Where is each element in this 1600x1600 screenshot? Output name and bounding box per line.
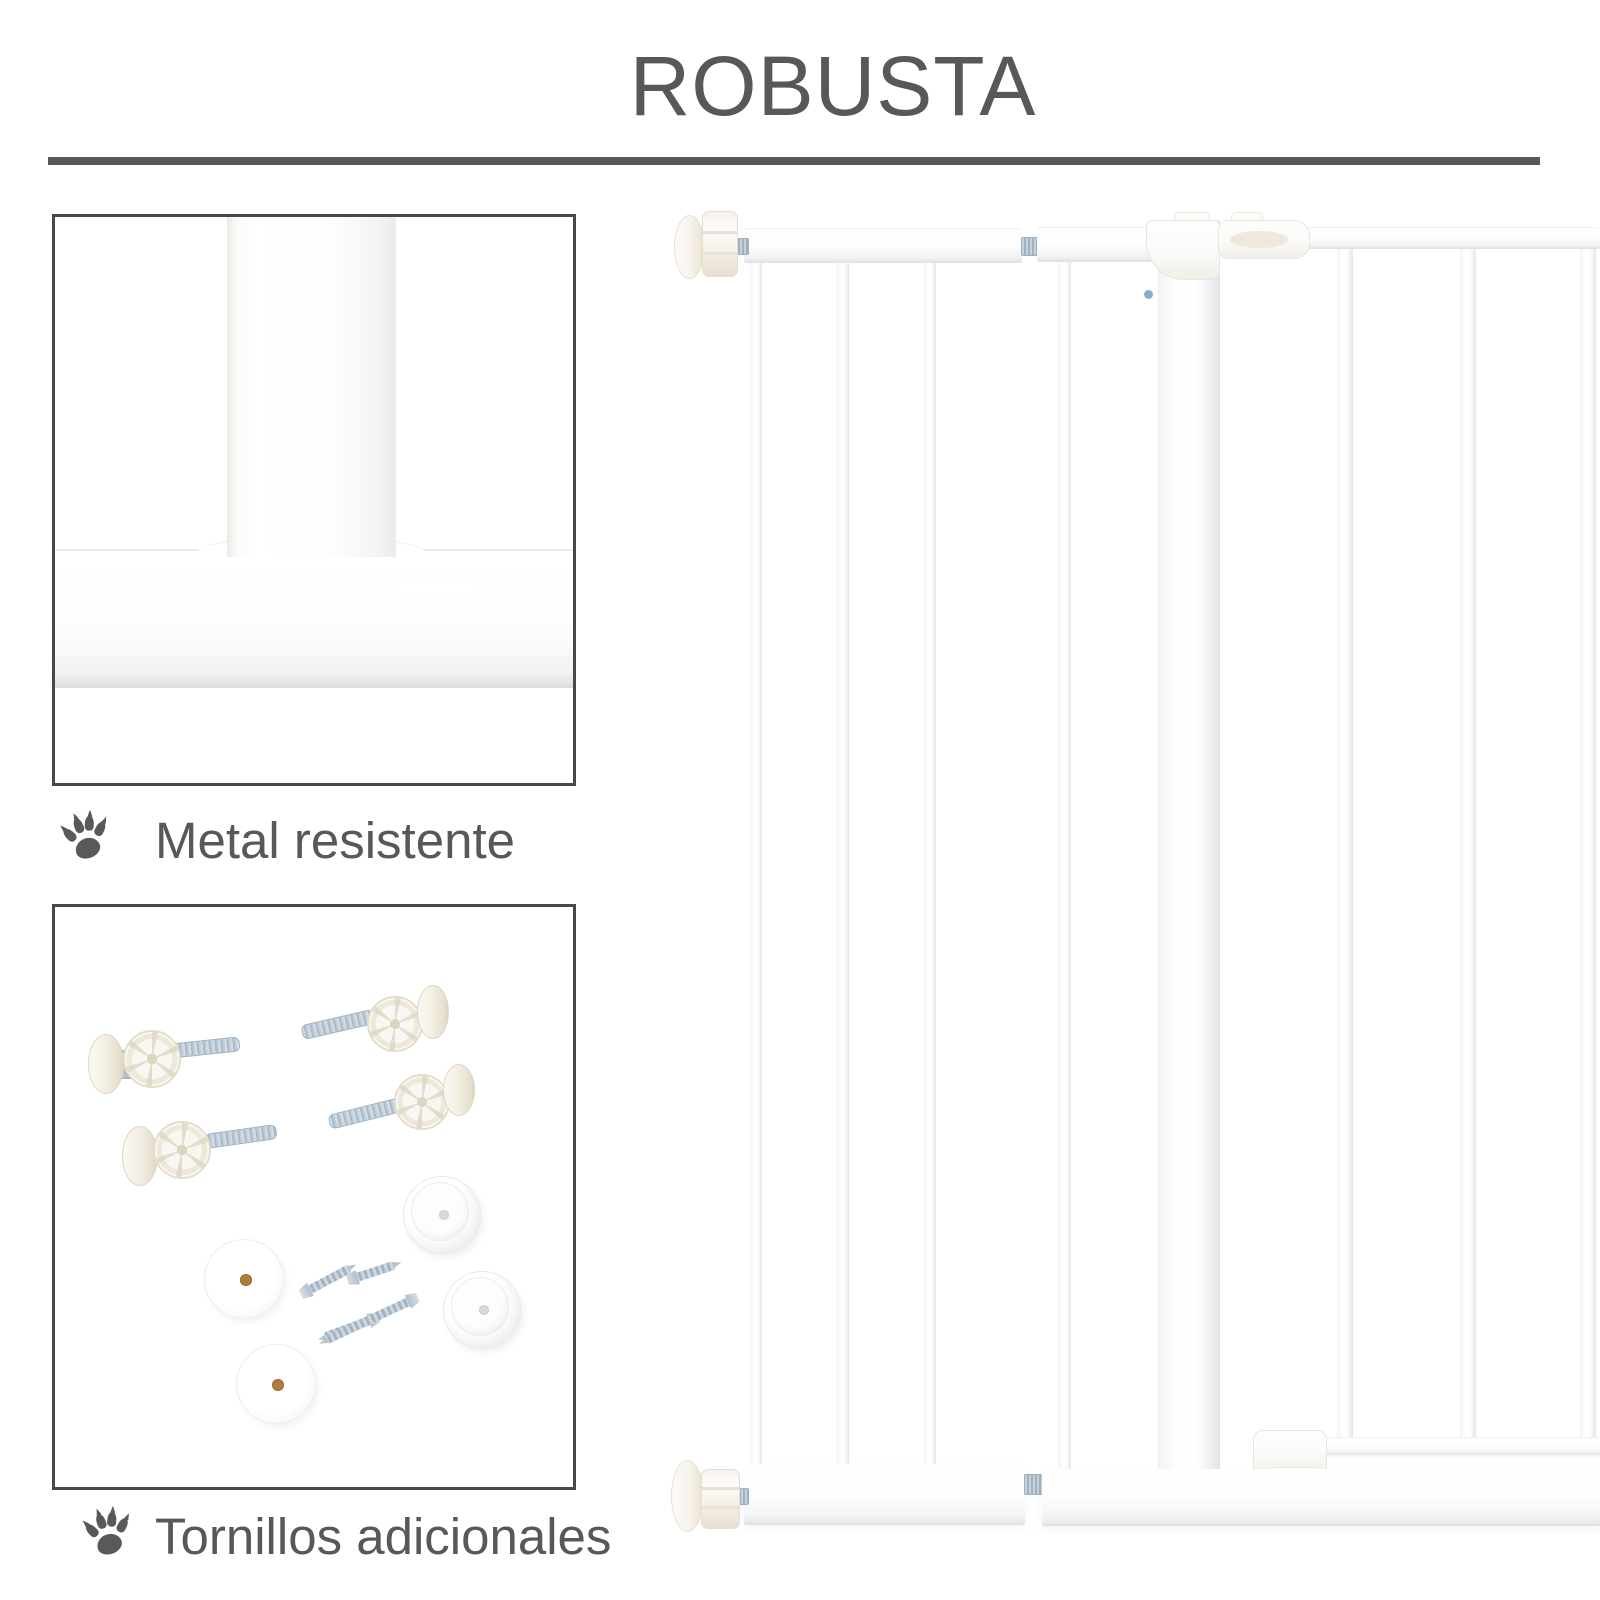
paw-icon (61, 813, 113, 865)
tube-highlight (305, 585, 565, 611)
spindle-disc (417, 985, 449, 1039)
spindle-disc (88, 1034, 124, 1094)
safety-gate-photo (640, 195, 1600, 1600)
page-title: ROBUSTA (629, 39, 1037, 133)
hardware-kit-photo (52, 904, 576, 1490)
spindle-knob (153, 1121, 211, 1179)
joint-vertical-post (227, 217, 396, 557)
pressure-pad-disc (671, 1460, 704, 1532)
spindle-disc (122, 1126, 158, 1186)
paw-icon (83, 1510, 135, 1560)
gate-floor-rail-main (1042, 1469, 1600, 1526)
gate-door-bar (1580, 245, 1596, 1441)
feature-label-metal: Metal resistente (155, 812, 515, 869)
gate-top-rail-frame (1037, 227, 1165, 262)
pressure-knob (701, 1469, 740, 1529)
spindle-rod (204, 1124, 278, 1149)
gate-bar (750, 259, 762, 1467)
gate-door-bar (1337, 245, 1353, 1441)
hinge-cover (1146, 220, 1220, 280)
gate-latch-post (1158, 220, 1220, 1478)
spindle-knob (367, 996, 423, 1052)
gate-top-rail-extension (744, 228, 1022, 263)
feature-label-tornillos: Tornillos adicionales (155, 1508, 612, 1565)
gate-bar (1058, 258, 1071, 1470)
spindle-knob (123, 1030, 181, 1088)
gate-floor-rail-extension (744, 1464, 1025, 1525)
spindle-knob (394, 1074, 450, 1130)
wall-disc (204, 1239, 284, 1319)
door-rail-shadow (1320, 1453, 1600, 1459)
wall-cup (443, 1271, 521, 1349)
screw (354, 1261, 396, 1282)
screw (306, 1264, 352, 1295)
wall-cup (403, 1176, 481, 1254)
title-divider (48, 157, 1540, 165)
wall-disc (236, 1344, 316, 1424)
pressure-pad-disc (674, 215, 705, 279)
gate-bar (837, 259, 849, 1467)
gate-door-bar (1460, 245, 1476, 1441)
spindle-rod (300, 1008, 376, 1041)
screw (324, 1296, 412, 1345)
spindle-disc (443, 1064, 475, 1116)
gate-bar (924, 259, 936, 1467)
screw-head-blue (1144, 290, 1153, 299)
latch-handle-detail (1230, 231, 1288, 248)
pressure-knob (702, 211, 738, 277)
gate-door-top-rail (1305, 227, 1600, 249)
joint-closeup-photo (52, 214, 576, 786)
